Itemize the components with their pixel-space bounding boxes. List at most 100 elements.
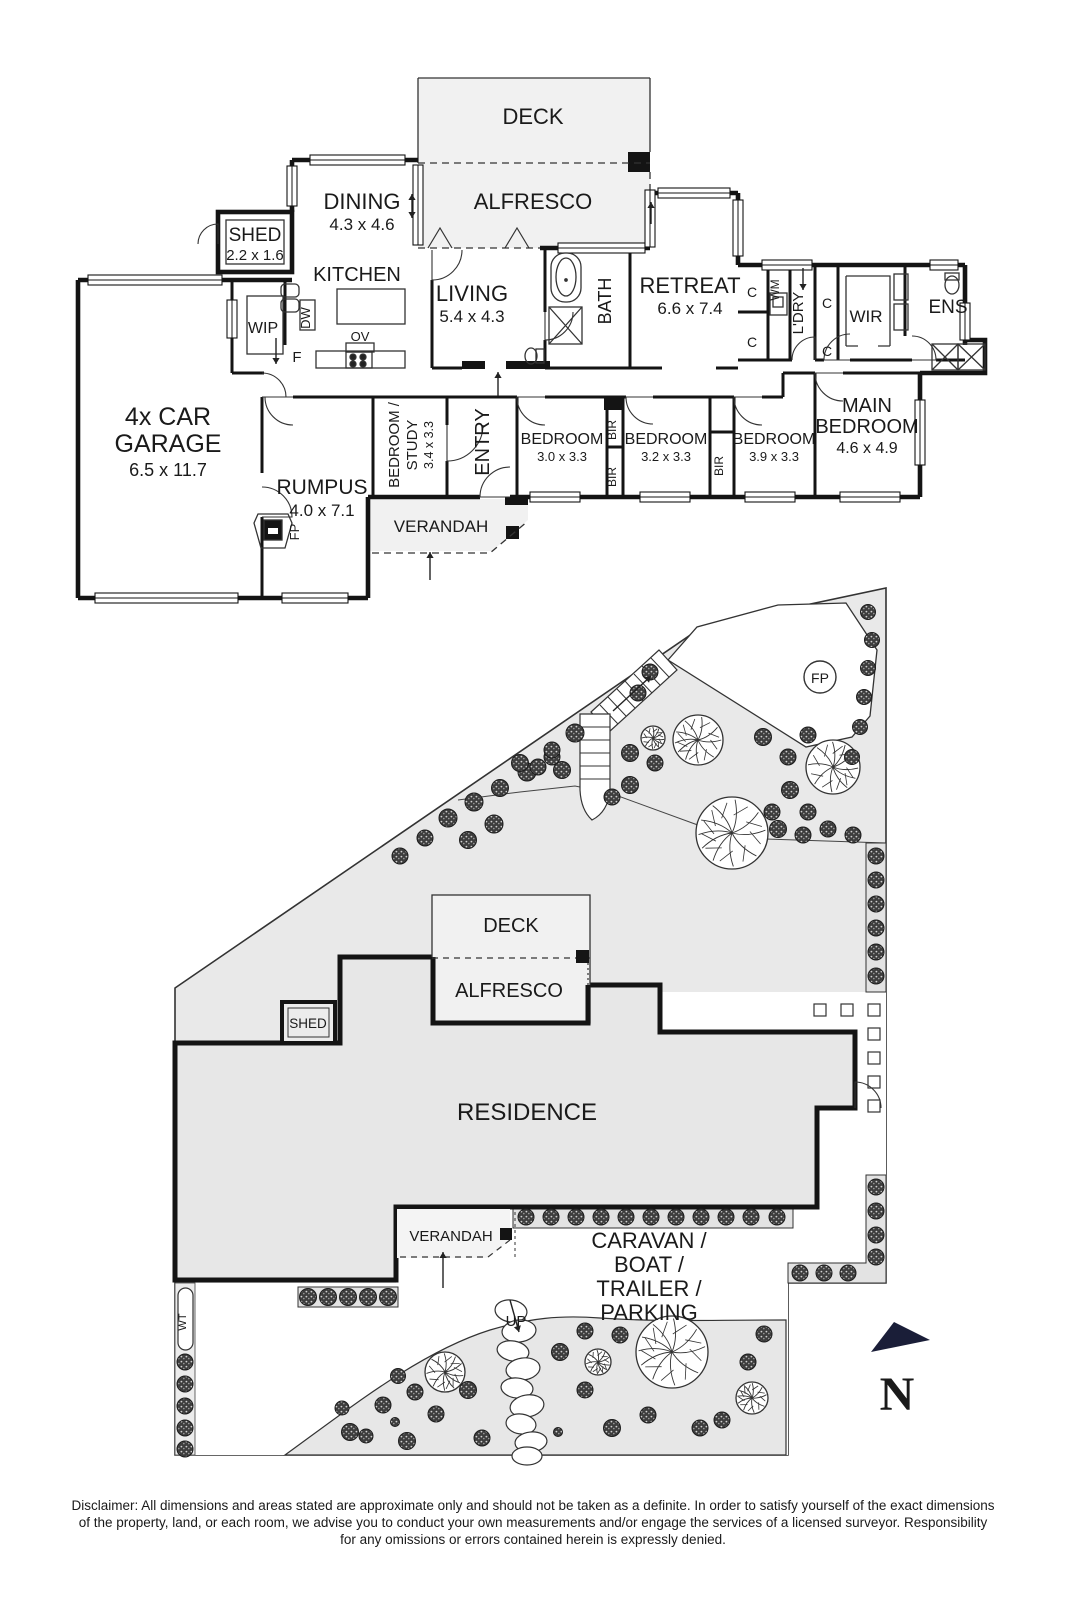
shrub-icon [641, 663, 659, 681]
tree-icon [735, 1381, 769, 1415]
label-c1: C [747, 284, 757, 300]
site-deck-area [431, 894, 591, 1024]
shrub-icon [379, 1288, 397, 1306]
shrub-icon [299, 1288, 317, 1306]
door-swing-icon [911, 335, 937, 361]
label-study-dim: 3.4 x 3.3 [422, 421, 436, 469]
shrub-icon [755, 1325, 773, 1343]
door-swing-icon [446, 424, 484, 462]
label-bed3: BEDROOM [733, 431, 816, 448]
door-swing-icon [516, 396, 546, 426]
shrub-icon [553, 761, 571, 779]
shrub-icon [867, 1226, 885, 1244]
site-label-alfresco: ALFRESCO [455, 980, 563, 1002]
shrub-icon [176, 1419, 194, 1437]
label-deck: DECK [502, 104, 563, 129]
shrub-icon [491, 779, 509, 797]
site-alfresco-wall [430, 957, 591, 1026]
residence-outline [172, 954, 858, 1283]
shrub-icon [629, 684, 647, 702]
label-ens: ENS [928, 297, 967, 318]
label-rumpus: RUMPUS [276, 476, 367, 499]
door-swing-icon [814, 372, 844, 402]
shrub-icon [867, 919, 885, 937]
door-swing-icon [431, 249, 463, 281]
direction-arrows [272, 194, 807, 1333]
label-dw: DW [298, 306, 313, 328]
shrub-icon [543, 741, 561, 759]
stepping-stone-icon [500, 1377, 534, 1399]
site-label-fp: FP [811, 670, 829, 686]
label-garage-1: 4x CAR [125, 403, 211, 431]
shrub-icon [867, 1248, 885, 1266]
shrub-icon [319, 1288, 337, 1306]
verandah-area [370, 499, 528, 551]
shrub-icon [867, 943, 885, 961]
shrub-icon [867, 967, 885, 985]
shrub-icon [621, 744, 639, 762]
site-shed [280, 1000, 337, 1045]
label-main-1: MAIN [842, 395, 892, 417]
shrub-icon [713, 1411, 731, 1429]
disclaimer-line2: of the property, land, or each room, we … [79, 1515, 988, 1530]
shrub-icon [860, 660, 876, 676]
site-label-residence: RESIDENCE [457, 1099, 597, 1126]
label-c4: C [822, 343, 832, 359]
shrub-icon [867, 847, 885, 865]
site-deck-post [576, 950, 589, 963]
door-swing-icon [479, 466, 511, 498]
shrub-icon [341, 1423, 359, 1441]
shrub-icon [779, 748, 797, 766]
disclaimer-line3: for any omissions or errors contained he… [340, 1532, 726, 1547]
shrub-icon [617, 1208, 635, 1226]
shrub-icon [565, 723, 585, 743]
stepping-stone-icon [511, 1446, 543, 1466]
shrub-icon [592, 1208, 610, 1226]
shrub-icon [529, 758, 547, 776]
label-garage-2: GARAGE [115, 430, 222, 458]
dashed-lines [372, 162, 651, 554]
shrub-icon [839, 1264, 857, 1282]
label-living: LIVING [436, 281, 508, 306]
site-label-wt: WT [177, 1313, 189, 1330]
door-swing-icon [733, 396, 763, 426]
label-bed2-dim: 3.2 x 3.3 [641, 449, 691, 464]
label-wip: WIP [248, 320, 278, 337]
shrub-icon [517, 1208, 535, 1226]
door-swing-icon [264, 396, 294, 426]
shrub-icon [768, 1208, 786, 1226]
shrub-icon [867, 1178, 885, 1196]
shrub-icon [815, 1264, 833, 1282]
paver-squares [813, 1003, 881, 1113]
label-bed3-dim: 3.9 x 3.3 [749, 449, 799, 464]
door-swing-icon [197, 223, 219, 245]
label-retreat: RETREAT [639, 273, 740, 298]
shed-inner [225, 219, 285, 265]
tree-icon [672, 714, 724, 766]
shrub-icon [464, 792, 484, 812]
shrub-icon [553, 1427, 563, 1437]
shrub-icon [473, 1429, 491, 1447]
label-wm: WM [768, 279, 782, 300]
shrub-icon [176, 1440, 194, 1458]
north-label: N [880, 1368, 915, 1421]
shrub-icon [374, 1396, 392, 1414]
site-verandah-dash [400, 1239, 511, 1258]
label-ov: OV [351, 329, 370, 344]
shrub-icon [794, 826, 812, 844]
stepping-stones [494, 1299, 548, 1466]
label-fp: FP [287, 524, 302, 541]
tree-icon [640, 725, 666, 751]
fixtures [246, 252, 986, 549]
deck-border [417, 77, 651, 163]
shrub-icon [576, 1322, 594, 1340]
label-ldry: L'DRY [790, 292, 807, 335]
shrub-icon [860, 604, 876, 620]
shrub-icon [754, 728, 772, 746]
shrub-icon [864, 632, 880, 648]
shrub-icon [867, 895, 885, 913]
label-c2: C [747, 334, 757, 350]
shrub-icon [484, 814, 504, 834]
shrub-icon [692, 1208, 710, 1226]
label-wir: WIR [849, 307, 882, 326]
